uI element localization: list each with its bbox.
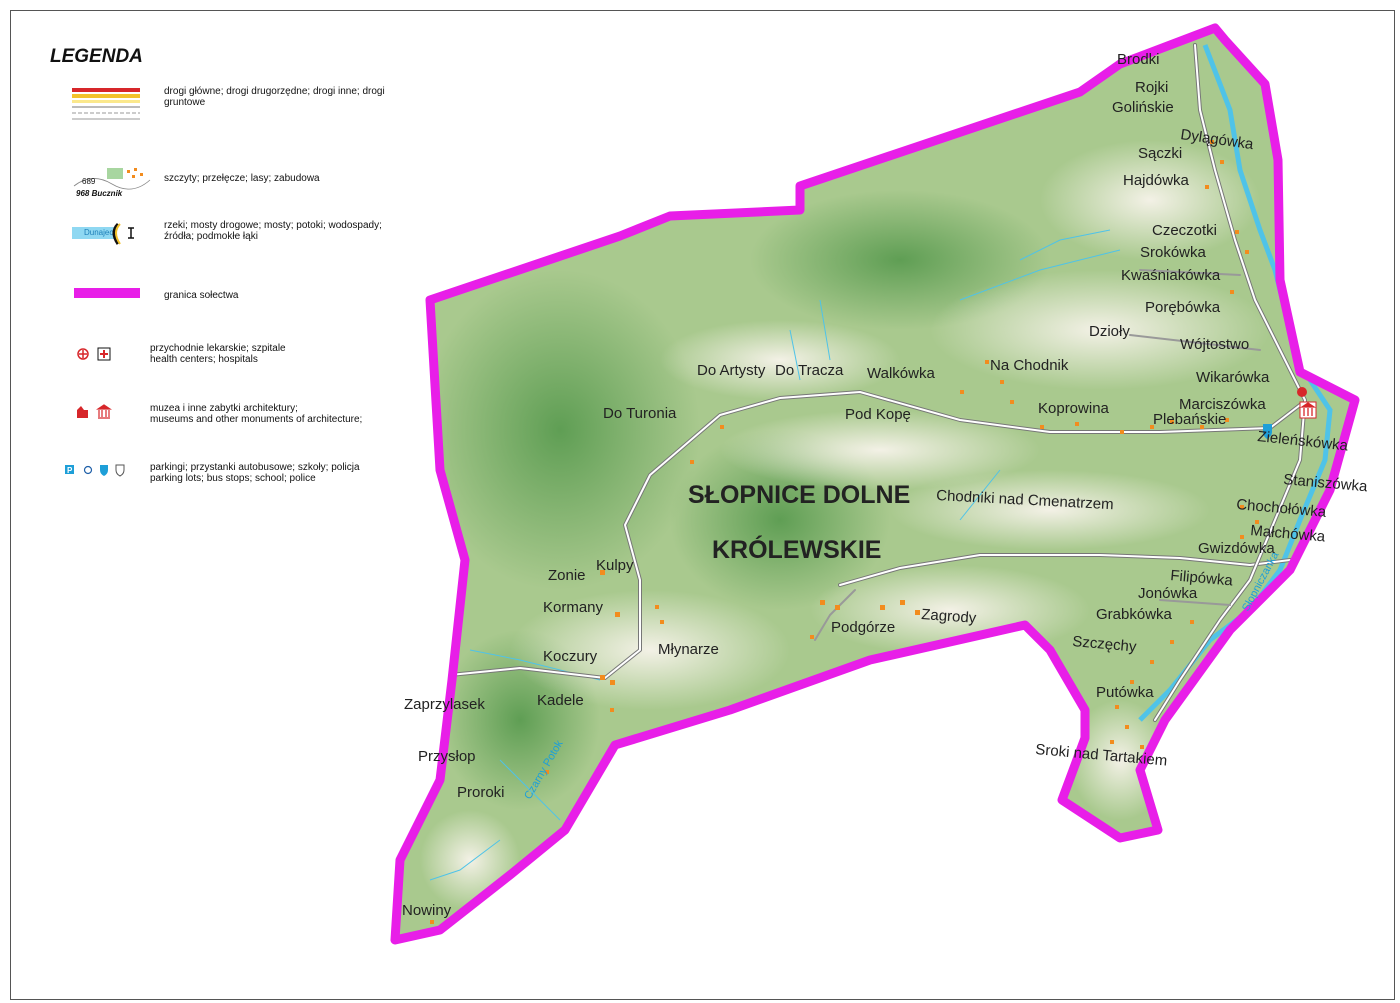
place-label-koczury: Koczury bbox=[543, 648, 598, 665]
svg-text:P: P bbox=[67, 466, 73, 475]
place-label-do-artysty: Do Artysty bbox=[697, 362, 766, 379]
place-label-jonowka: Jonówka bbox=[1138, 585, 1198, 602]
place-label-szczechy: Szczęchy bbox=[1072, 633, 1138, 656]
place-label-grabkowka: Grabkówka bbox=[1096, 606, 1173, 623]
terrain-legend-symbol: 689 968 Bucznik bbox=[73, 168, 151, 198]
place-label-wikarowka: Wikarówka bbox=[1196, 369, 1270, 386]
place-label-proroki: Proroki bbox=[457, 784, 505, 801]
place-label-malchowka: Małchówka bbox=[1250, 522, 1327, 546]
place-label-na-chodnik: Na Chodnik bbox=[990, 357, 1069, 374]
place-label-putowka: Putówka bbox=[1096, 684, 1154, 701]
place-label-wojtostwo: Wójtostwo bbox=[1180, 336, 1249, 353]
place-label-hajdowka: Hajdówka bbox=[1123, 172, 1190, 189]
place-label-kadele: Kadele bbox=[537, 692, 584, 709]
parking-legend-symbol: P bbox=[65, 464, 125, 477]
place-label-kulpy: Kulpy bbox=[596, 557, 634, 574]
parking-legend-text-en: parking lots; bus stops; school; police bbox=[150, 473, 316, 484]
terrain-legend-text: szczyty; przełęcze; lasy; zabudowa bbox=[164, 173, 320, 184]
place-label-dzioly: Dzioły bbox=[1089, 323, 1130, 340]
place-label-do-turonia: Do Turonia bbox=[603, 405, 677, 422]
water-legend-text: rzeki; mosty drogowe; mosty; potoki; wod… bbox=[164, 220, 382, 242]
place-label-zaprzylasek: Zaprzylasek bbox=[404, 696, 485, 713]
place-label-czeczotki: Czeczotki bbox=[1152, 222, 1217, 239]
river-sample-label: Dunajec bbox=[84, 228, 113, 237]
school-icon bbox=[1263, 424, 1272, 439]
parking-legend-text-pl: parkingi; przystanki autobusowe; szkoły;… bbox=[150, 462, 360, 473]
place-label-kwasniakowka: Kwaśniakówka bbox=[1121, 267, 1221, 284]
place-label-rojki: Rojki bbox=[1135, 79, 1168, 96]
boundary-legend-symbol bbox=[74, 288, 140, 298]
health-legend-text-pl: przychodnie lekarskie; szpitale bbox=[150, 343, 286, 354]
place-label-kormany: Kormany bbox=[543, 599, 604, 616]
place-label-walkowka: Walkówka bbox=[867, 365, 935, 382]
place-label-zonie: Zonie bbox=[548, 567, 586, 584]
place-label-filipowka: Filipówka bbox=[1170, 567, 1234, 589]
place-label-przyslop: Przysłop bbox=[418, 748, 476, 765]
place-label-podgorze: Podgórze bbox=[831, 619, 895, 636]
place-label-gwizdowka: Gwizdówka bbox=[1198, 540, 1275, 557]
place-label-plebanskie: Plebańskie bbox=[1153, 411, 1226, 428]
museum-legend-symbol bbox=[77, 404, 112, 419]
legend-title: LEGENDA bbox=[50, 46, 143, 67]
place-label-porebowka: Porębówka bbox=[1145, 299, 1221, 316]
place-label-nowiny: Nowiny bbox=[402, 902, 452, 919]
boundary-legend-text: granica sołectwa bbox=[164, 290, 239, 301]
roads-legend-symbol bbox=[72, 88, 140, 120]
place-label-srokowka: Sroków­ka bbox=[1140, 244, 1207, 261]
museum-legend-text-en: museums and other monuments of architect… bbox=[150, 414, 363, 425]
place-label-saczki: Sączki bbox=[1138, 145, 1182, 162]
museum-legend-text-pl: muzea i inne zabytki architektury; bbox=[150, 403, 298, 414]
place-label-do-tracza: Do Tracza bbox=[775, 362, 844, 379]
village-name-line1: SŁOPNICE DOLNE bbox=[688, 481, 910, 509]
place-label-mlynarze: Młynarze bbox=[658, 641, 719, 658]
place-label-marciszowka: Marciszówka bbox=[1179, 396, 1266, 413]
place-label-zagrody: Zagrody bbox=[921, 606, 978, 627]
pass-sample-label: 968 Bucznik bbox=[76, 189, 123, 198]
museum-icon bbox=[1299, 401, 1317, 419]
peak-sample-label: 689 bbox=[82, 177, 96, 186]
place-label-brodki: Brodki bbox=[1117, 51, 1160, 68]
place-label-pod-kope: Pod Kopę bbox=[845, 406, 911, 423]
water-legend-symbol: Dunajec bbox=[72, 222, 134, 245]
village-name-line2: KRÓLEWSKIE bbox=[712, 534, 881, 564]
health-legend-text-en: health centers; hospitals bbox=[150, 354, 258, 365]
place-label-golinskie: Golińskie bbox=[1112, 99, 1174, 116]
map-frame bbox=[10, 10, 1395, 1000]
church-icon bbox=[1297, 387, 1307, 397]
roads-legend-text: drogi główne; drogi drugorzędne; drogi i… bbox=[164, 86, 385, 108]
health-legend-symbol bbox=[77, 347, 111, 361]
place-label-koprowina: Koprowina bbox=[1038, 400, 1110, 417]
